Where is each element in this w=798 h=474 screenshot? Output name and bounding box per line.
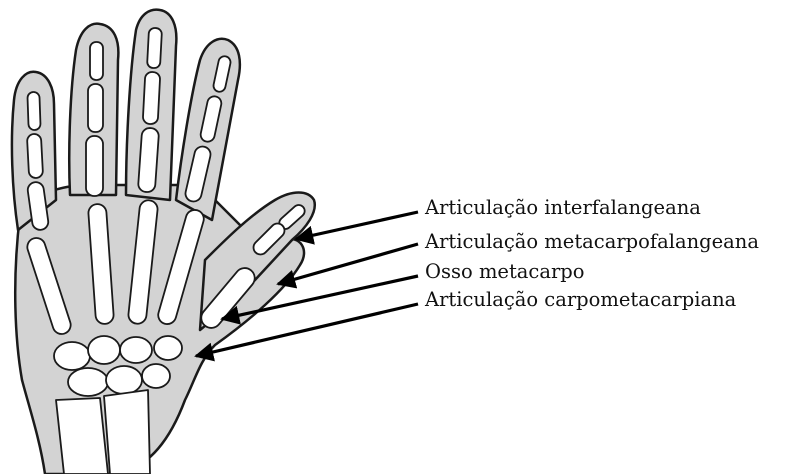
- label-carpometacarpal-joint: Articulação carpometacarpiana: [425, 290, 736, 310]
- arrow-interphalangeal: [296, 212, 418, 239]
- label-metacarpophalangeal-joint: Articulação metacarpofalangeana: [425, 232, 759, 252]
- label-interphalangeal-joint: Articulação interfalangeana: [425, 198, 701, 218]
- label-metacarpal-bone: Osso metacarpo: [425, 262, 585, 282]
